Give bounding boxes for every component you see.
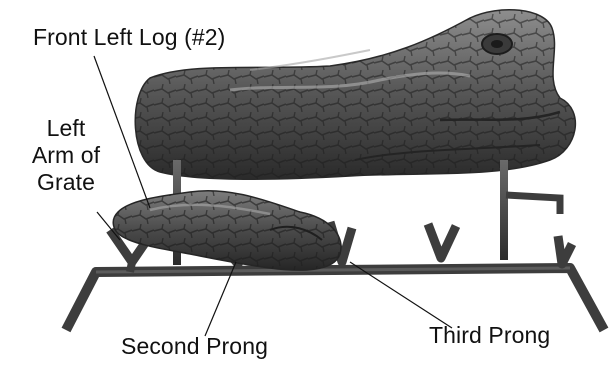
left-arm-label-line-3: Grate [18,169,114,196]
left-arm-of-grate-label: Left Arm of Grate [18,115,114,196]
left-arm-label-line-1: Left [18,115,114,142]
third-prong-label: Third Prong [429,322,550,349]
front-left-log-label: Front Left Log (#2) [33,24,225,51]
left-arm-label-line-2: Arm of [18,142,114,169]
second-prong-label: Second Prong [121,333,268,360]
